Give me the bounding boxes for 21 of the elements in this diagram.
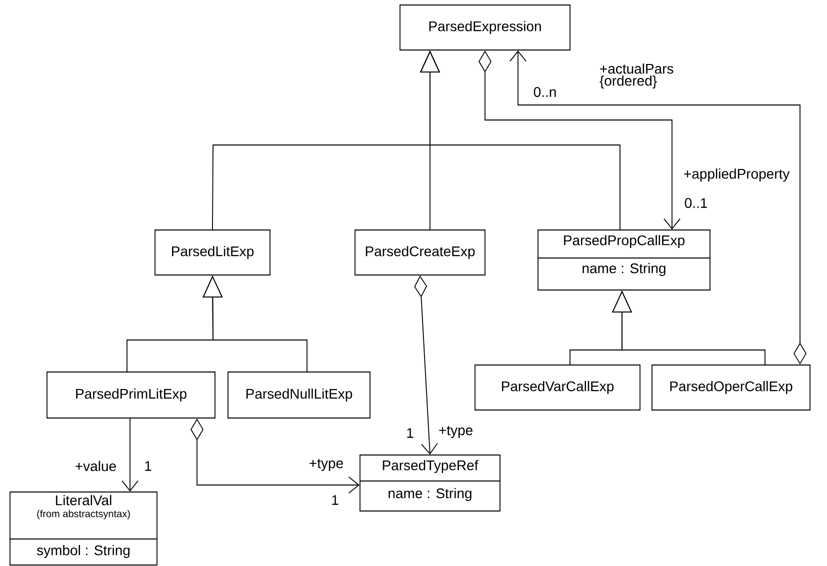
role-label: +type (310, 459, 343, 471)
class-box: ParsedCreateExp (354, 230, 486, 276)
multiplicity: 1 (332, 495, 338, 505)
class-box: ParsedPropCallExp name : String (538, 230, 710, 290)
role-label: +actualPars {ordered} (600, 63, 674, 88)
role-label: +type (439, 426, 472, 438)
role-label: +appliedProperty (684, 168, 790, 182)
class-box: ParsedVarCallExp (474, 364, 640, 410)
class-box: ParsedNullLitExp (228, 372, 370, 418)
class-box: ParsedTypeRef name : String (360, 454, 500, 512)
role-label: +value (76, 460, 116, 472)
class-box: ParsedOperCallExp (652, 364, 810, 410)
class-box: LiteralVal (from abstractsyntax) symbol : String (10, 492, 158, 566)
multiplicity: 0..n (534, 87, 556, 97)
connector (122, 418, 138, 492)
multiplicity: 1 (407, 428, 414, 438)
class-box: ParsedLitExp (154, 230, 270, 276)
multiplicity: 0..1 (684, 198, 707, 208)
class-box: ParsedExpression (400, 4, 570, 50)
class-box: ParsedPrimLitExp (46, 372, 216, 418)
multiplicity: 1 (145, 461, 152, 471)
